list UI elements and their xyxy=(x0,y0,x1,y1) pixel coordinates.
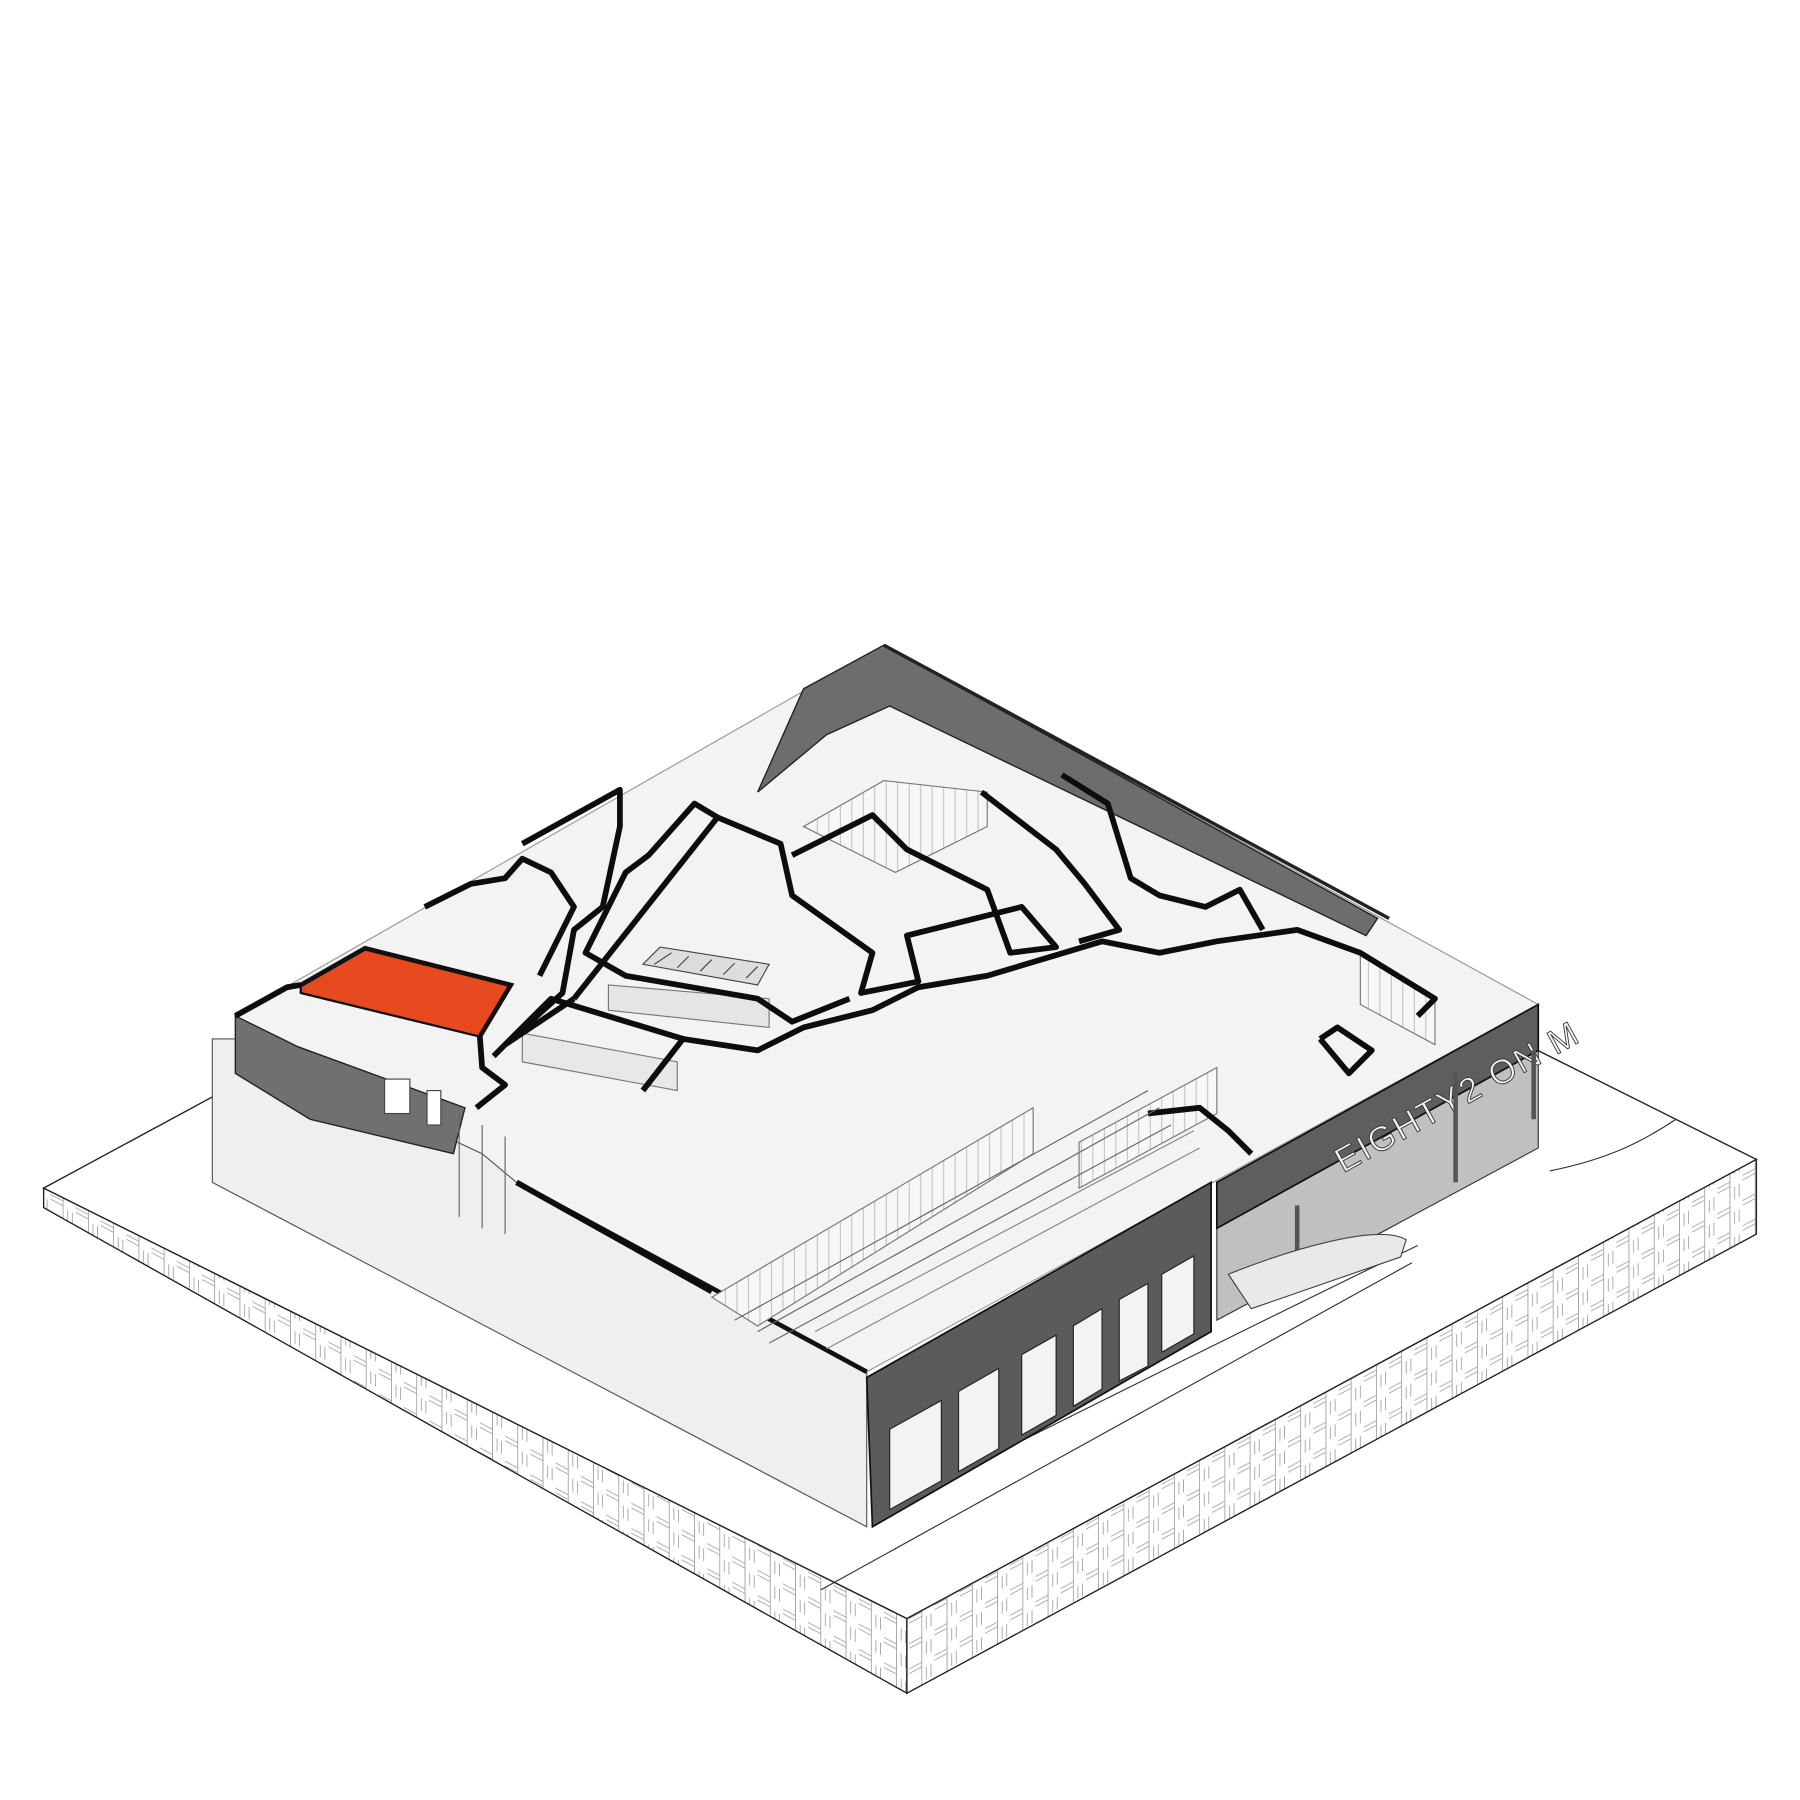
back-wall-dark xyxy=(757,644,1379,937)
sign-band xyxy=(1215,1003,1540,1230)
left-dark-facade xyxy=(234,1014,466,1155)
building: EIGHTY2 ON M xyxy=(211,643,1587,1529)
cut-walls xyxy=(233,772,1438,1294)
shopfront-openings xyxy=(889,1254,1195,1511)
stair-and-glazing-details xyxy=(383,946,1407,1350)
slab-right-side xyxy=(906,1158,1758,1695)
highlighted-room-outline xyxy=(299,945,515,1038)
back-right-edge xyxy=(883,643,1390,920)
